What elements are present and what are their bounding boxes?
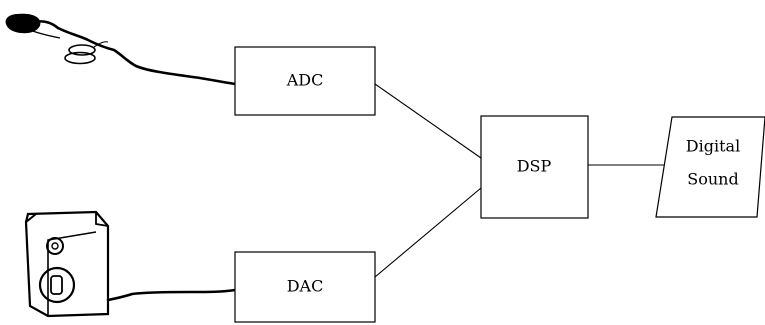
dsp-label: DSP — [517, 157, 552, 176]
speaker-icon — [24, 210, 237, 318]
dac-label: DAC — [287, 277, 324, 296]
adc-label: ADC — [286, 71, 324, 90]
output-label-line1: Digital — [686, 137, 740, 156]
dac-block: DAC — [234, 251, 376, 323]
microphone-icon — [5, 13, 237, 86]
adc-block: ADC — [234, 46, 376, 116]
dac-to-dsp-line — [374, 187, 482, 278]
output-label-line2: Sound — [687, 170, 738, 189]
digital-sound-output: Digital Sound — [655, 116, 765, 218]
dsp-block: DSP — [480, 115, 589, 219]
adc-to-dsp-line — [374, 83, 482, 159]
